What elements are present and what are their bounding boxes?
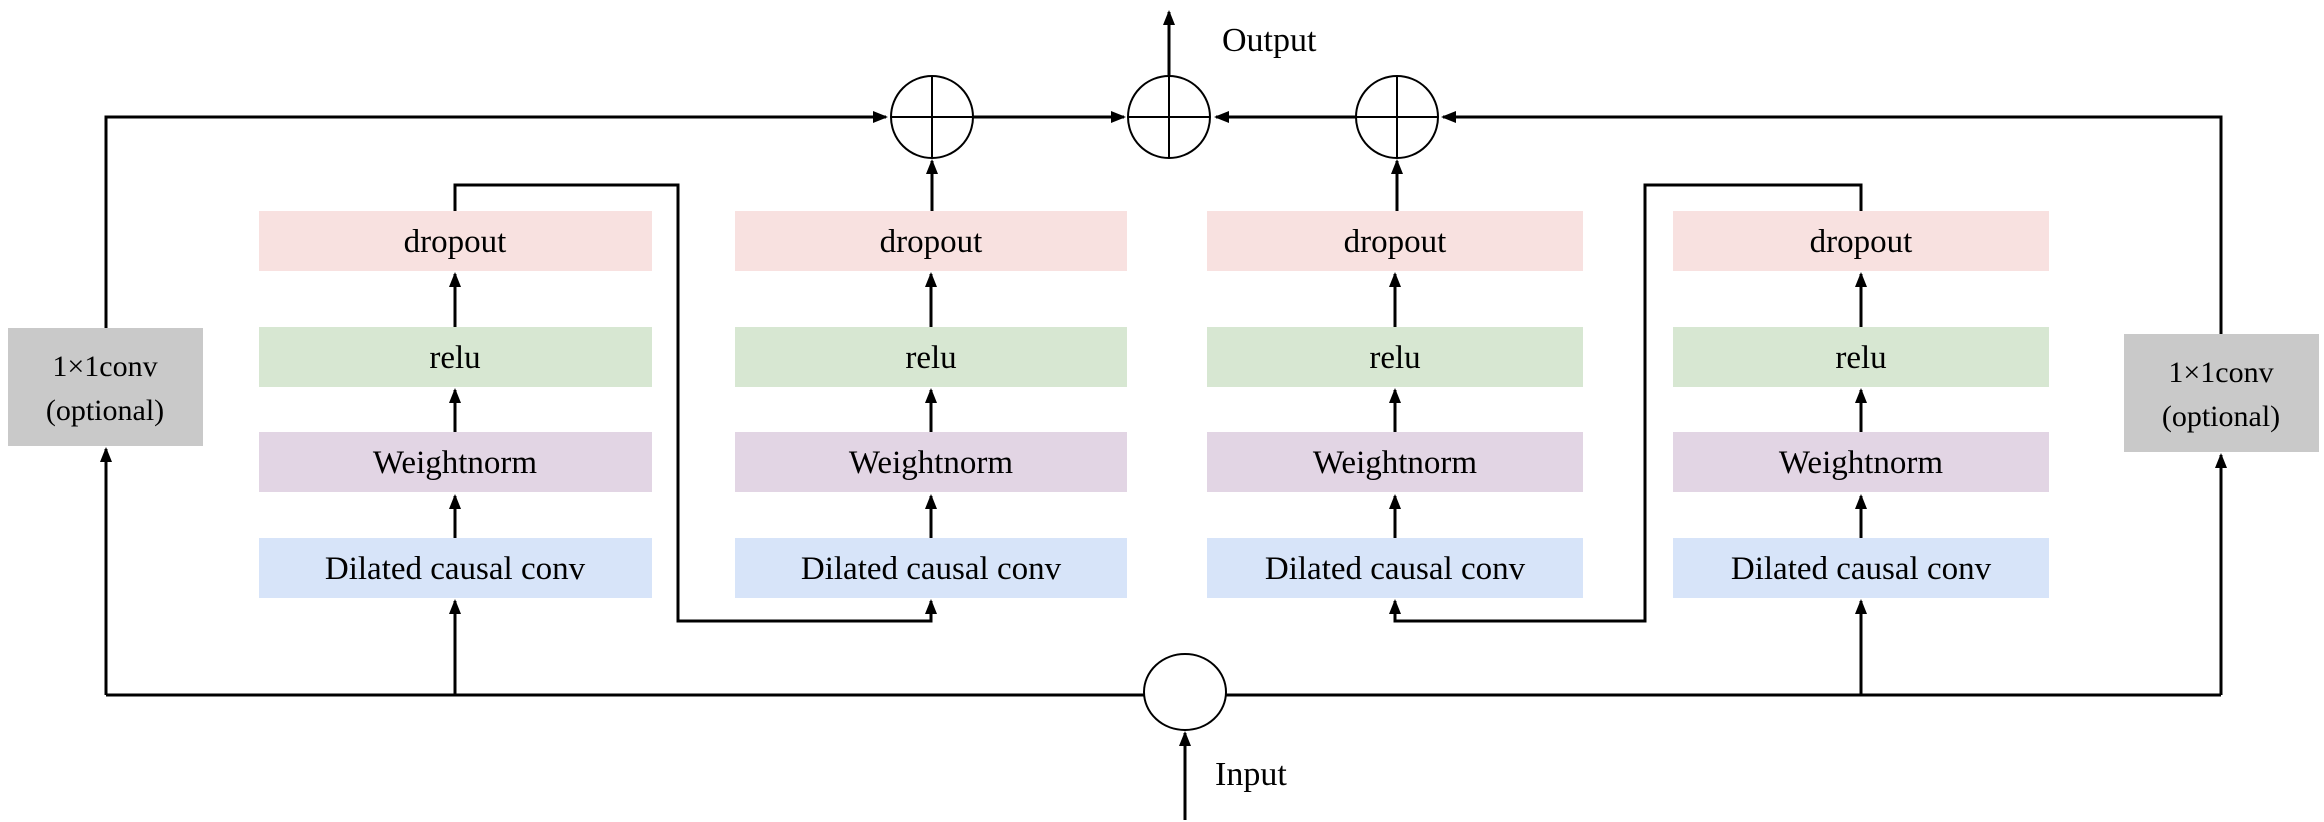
edge-col4-to-col3-elbow [1389,183,1863,623]
block-dilated-conv-col2 [735,538,1127,598]
dropout-label-col1: dropout [404,224,507,260]
block-residual-conv-right [2124,334,2319,452]
sum-node-right [1355,75,1439,159]
block-weightnorm-col2 [735,432,1127,492]
block-relu-col1 [259,327,652,387]
block-weightnorm-col3 [1207,432,1583,492]
edge-left-residual-top [104,111,888,328]
relu-label-col4: relu [1835,340,1886,376]
relu-label-col1: relu [429,340,480,376]
split-node-input [1143,653,1227,731]
residual-conv-label-left-line1: 1×1conv [52,350,157,383]
residual-conv-label-right-line1: 1×1conv [2168,356,2273,389]
relu-label-col2: relu [905,340,956,376]
block-relu-col2 [735,327,1127,387]
block-relu-col3 [1207,327,1583,387]
block-dropout-col4 [1673,211,2049,271]
weightnorm-label-col3: Weightnorm [1313,445,1477,481]
output-label: Output [1222,22,1317,59]
block-dropout-col3 [1207,211,1583,271]
block-weightnorm-col4 [1673,432,2049,492]
block-weightnorm-col1 [259,432,652,492]
block-dilated-conv-col3 [1207,538,1583,598]
dropout-label-col4: dropout [1810,224,1913,260]
block-dropout-col2 [735,211,1127,271]
dropout-label-col2: dropout [880,224,983,260]
edge-col1-to-col2-elbow [453,183,937,623]
dilated-conv-label-col1: Dilated causal conv [325,551,586,587]
dilated-conv-label-col4: Dilated causal conv [1731,551,1992,587]
block-relu-col4 [1673,327,2049,387]
dilated-conv-label-col3: Dilated causal conv [1265,551,1526,587]
dropout-label-col3: dropout [1344,224,1447,260]
dilated-conv-label-col2: Dilated causal conv [801,551,1062,587]
weightnorm-label-col2: Weightnorm [849,445,1013,481]
relu-label-col3: relu [1369,340,1420,376]
input-label: Input [1215,756,1287,793]
residual-conv-label-left-line2: (optional) [46,394,164,427]
edge-right-residual-top [1441,111,2223,334]
sum-node-left [890,75,974,159]
residual-conv-label-right-line2: (optional) [2162,400,2280,433]
block-dropout-col1 [259,211,652,271]
sum-node-center [1127,75,1211,159]
block-dilated-conv-col1 [259,538,652,598]
weightnorm-label-col4: Weightnorm [1779,445,1943,481]
weightnorm-label-col1: Weightnorm [373,445,537,481]
block-residual-conv-left [8,328,203,446]
block-dilated-conv-col4 [1673,538,2049,598]
